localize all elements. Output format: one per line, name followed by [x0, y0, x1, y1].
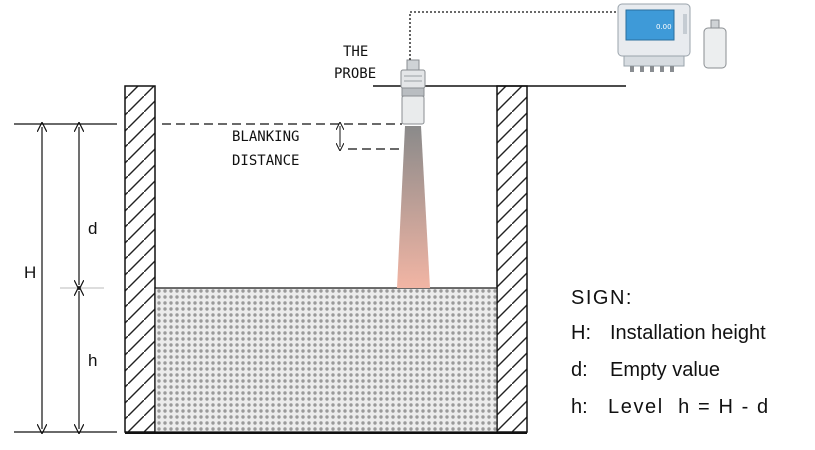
H-label: H [24, 263, 36, 282]
tank-bottom [125, 432, 527, 434]
liquid-fill [154, 287, 498, 433]
spare-probe-icon [703, 19, 727, 69]
tank-right-wall [496, 85, 528, 433]
legend-text-h: Level h = H - d [608, 396, 770, 418]
signal-cable [409, 11, 622, 60]
controller-unit-icon: 0.00 [617, 3, 691, 72]
probe-icon [400, 59, 426, 125]
legend-text-d: Empty value [610, 359, 720, 381]
controller-display-value: 0.00 [656, 23, 672, 31]
probe-label-line1: THE [343, 44, 368, 60]
legend-title: SIGN: [571, 287, 633, 309]
d-label: d [88, 219, 97, 238]
legend-text-H: Installation height [610, 322, 766, 344]
tank-left-wall [124, 85, 156, 433]
blanking-label-line1: BLANKING [232, 129, 299, 145]
legend: SIGN: H: Installation height d: Empty va… [571, 287, 770, 418]
probe-label-line2: PROBE [334, 66, 376, 82]
legend-key-H: H: [571, 322, 591, 344]
blanking-label-line2: DISTANCE [232, 153, 299, 169]
ultrasonic-beam [397, 126, 430, 288]
legend-key-d: d: [571, 359, 588, 381]
legend-key-h: h: [571, 396, 588, 418]
h-label: h [88, 351, 97, 370]
